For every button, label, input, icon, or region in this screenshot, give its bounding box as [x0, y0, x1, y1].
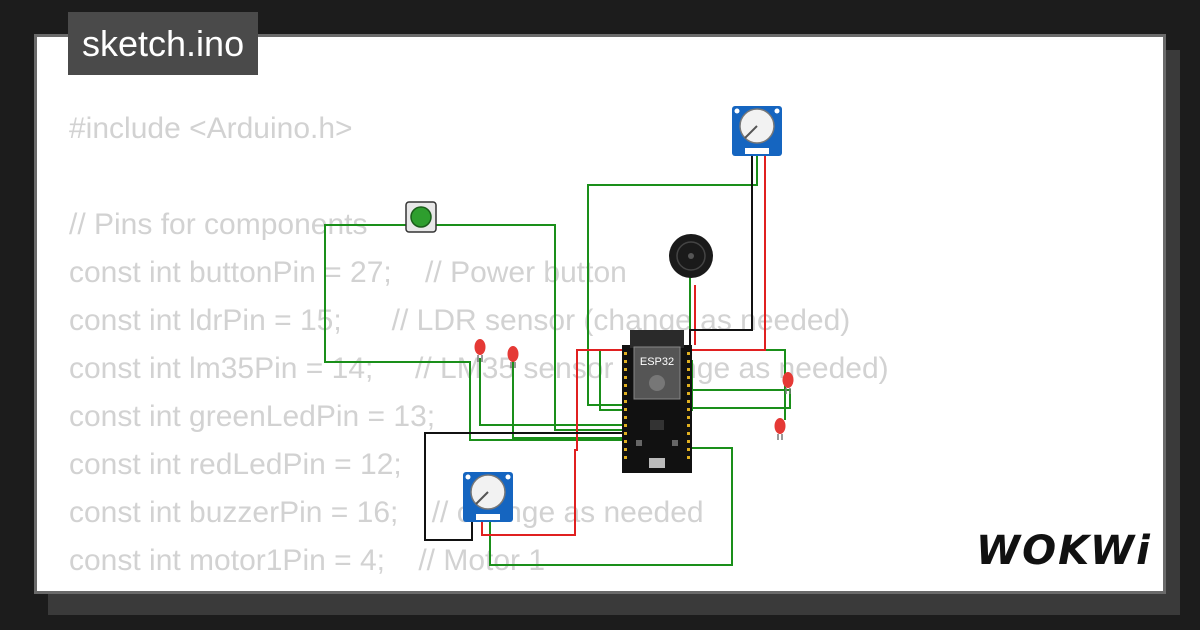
led-left-wire [479, 358, 622, 426]
code-line: const int greenLedPin = 13; [69, 400, 436, 433]
esp32-board[interactable]: ESP32 [622, 330, 692, 473]
code-preview: #include <Arduino.h> // Pins for componen… [69, 105, 889, 591]
led-right-high-wire [692, 389, 791, 409]
led-right-upper[interactable] [782, 372, 794, 394]
pot-bottom-ground-wire [424, 432, 622, 541]
push-button[interactable] [405, 201, 437, 233]
code-line: #include <Arduino.h> [69, 112, 353, 145]
code-line: const int ldrPin = 15; // LDR sensor (ch… [69, 304, 851, 337]
code-line: const int buttonPin = 27; // Power butto… [69, 256, 627, 289]
buzzer[interactable] [669, 234, 713, 278]
board-label: ESP32 [640, 356, 674, 368]
pot-top-ground-wire [689, 155, 753, 345]
wires [324, 155, 791, 566]
potentiometer-top[interactable] [732, 106, 782, 156]
led-right-low-wire [692, 349, 786, 420]
code-line: const int buzzerPin = 16; // change as n… [69, 496, 704, 529]
file-name-tab: sketch.ino [68, 12, 259, 75]
power-wire [481, 155, 766, 536]
led-mid-wire [512, 360, 622, 439]
code-line: // Pins for components [69, 208, 368, 241]
button-wire [435, 224, 622, 431]
code-line: const int redLedPin = 12; [69, 448, 402, 481]
potentiometer-bottom[interactable] [463, 472, 513, 522]
preview-card: #include <Arduino.h> // Pins for componen… [34, 34, 1166, 594]
led-right-lower[interactable] [774, 418, 786, 440]
button-return-wire [324, 224, 622, 441]
led-middle[interactable] [507, 346, 519, 368]
pot-bottom-signal-wire [489, 447, 733, 566]
led-left[interactable] [474, 339, 486, 362]
code-line: const int motor1Pin = 4; // Motor 1 [69, 544, 546, 577]
wokwi-logo: WOKWi [976, 528, 1152, 574]
